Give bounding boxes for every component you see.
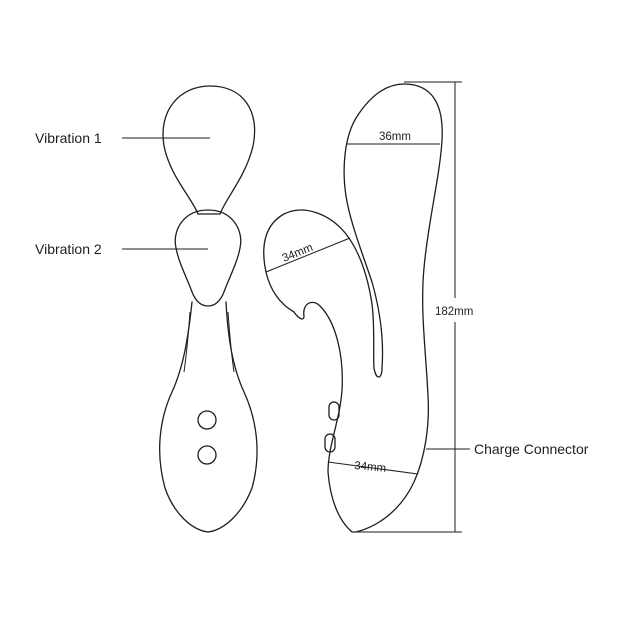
front-bulb-outline: [174, 209, 242, 307]
total-length-label: 182mm: [435, 306, 473, 318]
front-head-outline: [162, 85, 256, 215]
front-handle-outline: [159, 301, 258, 533]
side-body-outline: [263, 83, 443, 533]
side-button-lower: [324, 433, 336, 453]
vibration-1-label: Vibration 1: [35, 130, 102, 146]
inner-width-label: 34mm: [281, 242, 315, 265]
button-lower: [197, 445, 217, 465]
front-handle-inner-left: [183, 311, 191, 373]
side-view: [263, 83, 443, 533]
base-width-label: 34mm: [354, 460, 387, 475]
vibration-2-label: Vibration 2: [35, 241, 102, 257]
inner-width-line: [265, 237, 351, 273]
front-handle-inner-right: [227, 311, 235, 373]
base-width-line: [327, 461, 419, 475]
head-width-label: 36mm: [379, 131, 411, 143]
side-button-upper: [328, 401, 340, 421]
button-upper: [197, 410, 217, 430]
front-view: [159, 85, 258, 533]
charge-connector-label: Charge Connector: [474, 441, 589, 457]
